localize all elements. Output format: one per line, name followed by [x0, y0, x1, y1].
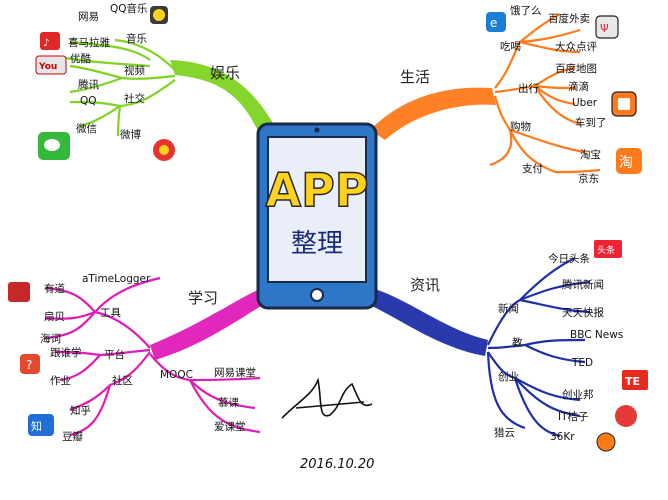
toutiao-icon [594, 240, 622, 258]
leaf-label: 扇贝 [44, 310, 65, 323]
svg-text:?: ? [26, 358, 32, 372]
leaf-label: QQ [80, 95, 97, 107]
leaf-label: Uber [572, 97, 598, 109]
youku-icon [35, 55, 67, 75]
leaf-label: 百度外卖 [548, 12, 590, 25]
sub-label: 教 [512, 336, 523, 349]
branch-label-study: 学习 [188, 289, 218, 307]
leaf-label: 网易 [78, 11, 99, 23]
trunk-news [370, 288, 488, 356]
svg-text:e: e [490, 16, 497, 30]
netease-music-icon [40, 32, 60, 50]
leaf-label: TED [571, 357, 593, 369]
leaf-label: 饿了么 [510, 5, 542, 17]
eleme-icon [486, 12, 506, 32]
svg-text:You: You [38, 62, 57, 72]
sub-label: 支付 [522, 162, 543, 175]
branches-entertainment [64, 38, 176, 137]
sub-label: 工具 [100, 307, 121, 319]
genshuixue-icon [20, 354, 40, 374]
leaf-label: 今日头条 [548, 252, 590, 265]
sub-label: 创业 [498, 370, 519, 383]
leaf-label: 慕课 [218, 396, 239, 409]
sub-label: MOOC [160, 369, 193, 381]
leaf-label: 喜马拉雅 [68, 36, 110, 49]
signature-date: 2016.10.20 [300, 457, 374, 472]
leaf-label: 作业 [50, 375, 71, 387]
leaf-label: 滴滴 [568, 80, 589, 93]
branches-news [486, 257, 591, 438]
phone-home-button [310, 288, 324, 302]
svg-text:头条: 头条 [597, 244, 615, 256]
ted-icon [622, 370, 648, 390]
branch-label-news: 资讯 [410, 276, 440, 294]
sub-label: 视频 [124, 64, 145, 77]
taobao-icon [616, 148, 642, 174]
center-subtitle: 整理 [291, 229, 343, 259]
trunk-study [150, 288, 268, 360]
dianping-icon [595, 15, 619, 39]
leaf-label: 爱课堂 [214, 420, 246, 433]
branch-label-life: 生活 [400, 68, 430, 86]
phone: APP 整理 [256, 122, 378, 310]
leaf-label: 微博 [120, 128, 141, 141]
phone-screen [267, 136, 367, 283]
branches-life [489, 13, 601, 174]
leaf-label: 豆瓣 [62, 431, 83, 443]
sub-label: 社交 [124, 92, 145, 105]
leaf-label: QQ音乐 [110, 2, 148, 15]
sub-label: 购物 [510, 120, 531, 133]
sub-label: 音乐 [126, 32, 147, 45]
signature-scribble [281, 377, 373, 419]
leaf-label: 淘宝 [580, 148, 601, 161]
leaf-label: IT桔子 [558, 410, 589, 423]
leaf-label: 知乎 [70, 404, 91, 417]
svg-text:Ψ: Ψ [600, 22, 609, 35]
leaf-label: 优酷 [70, 52, 91, 65]
svg-text:TE: TE [625, 375, 640, 388]
sub-label: 出行 [518, 82, 539, 95]
36kr-icon [596, 432, 616, 452]
leaf-label: 京东 [578, 172, 599, 185]
app-icons: ♪ You e Ψ 淘 ? 知 头条 TE [8, 6, 648, 452]
leaf-label: 天天快报 [562, 306, 604, 319]
svg-text:♪: ♪ [43, 38, 49, 49]
center-title: APP [265, 163, 368, 217]
svg-text:知: 知 [31, 419, 42, 433]
leaf-label: 微信 [76, 122, 97, 135]
sub-label: 猎云 [494, 426, 515, 439]
zhihu-icon [28, 414, 54, 436]
leaf-label: 网易课堂 [214, 367, 256, 379]
leaf-label: 大众点评 [555, 40, 597, 53]
phone-speaker [314, 127, 320, 133]
sub-label: 新闻 [498, 302, 519, 315]
branches-study [44, 276, 261, 437]
leaf-label: 有道 [44, 282, 65, 295]
branch-label-entertainment: 娱乐 [210, 64, 240, 82]
youdao-icon [8, 282, 30, 302]
sub-label: 平台 [104, 348, 125, 361]
sub-label: 吃喝 [500, 40, 521, 53]
leaf-label: aTimeLogger [82, 273, 151, 285]
leaf-label: 腾讯 [78, 78, 99, 91]
leaf-label: 36Kr [550, 431, 575, 443]
leaf-label: BBC News [570, 329, 623, 341]
leaf-label: 百度地图 [555, 62, 597, 75]
svg-text:淘: 淘 [619, 155, 633, 171]
leaf-label: 海词 [40, 332, 61, 345]
chuangyebang-icon [615, 405, 637, 427]
leaf-label: 跟谁学 [50, 346, 82, 359]
leaf-label: 腾讯新闻 [562, 278, 604, 291]
leaf-label: 车到了 [575, 116, 607, 129]
trunk-life [370, 87, 496, 140]
sub-label: 社区 [112, 374, 133, 387]
leaf-label: 创业邦 [562, 388, 594, 401]
